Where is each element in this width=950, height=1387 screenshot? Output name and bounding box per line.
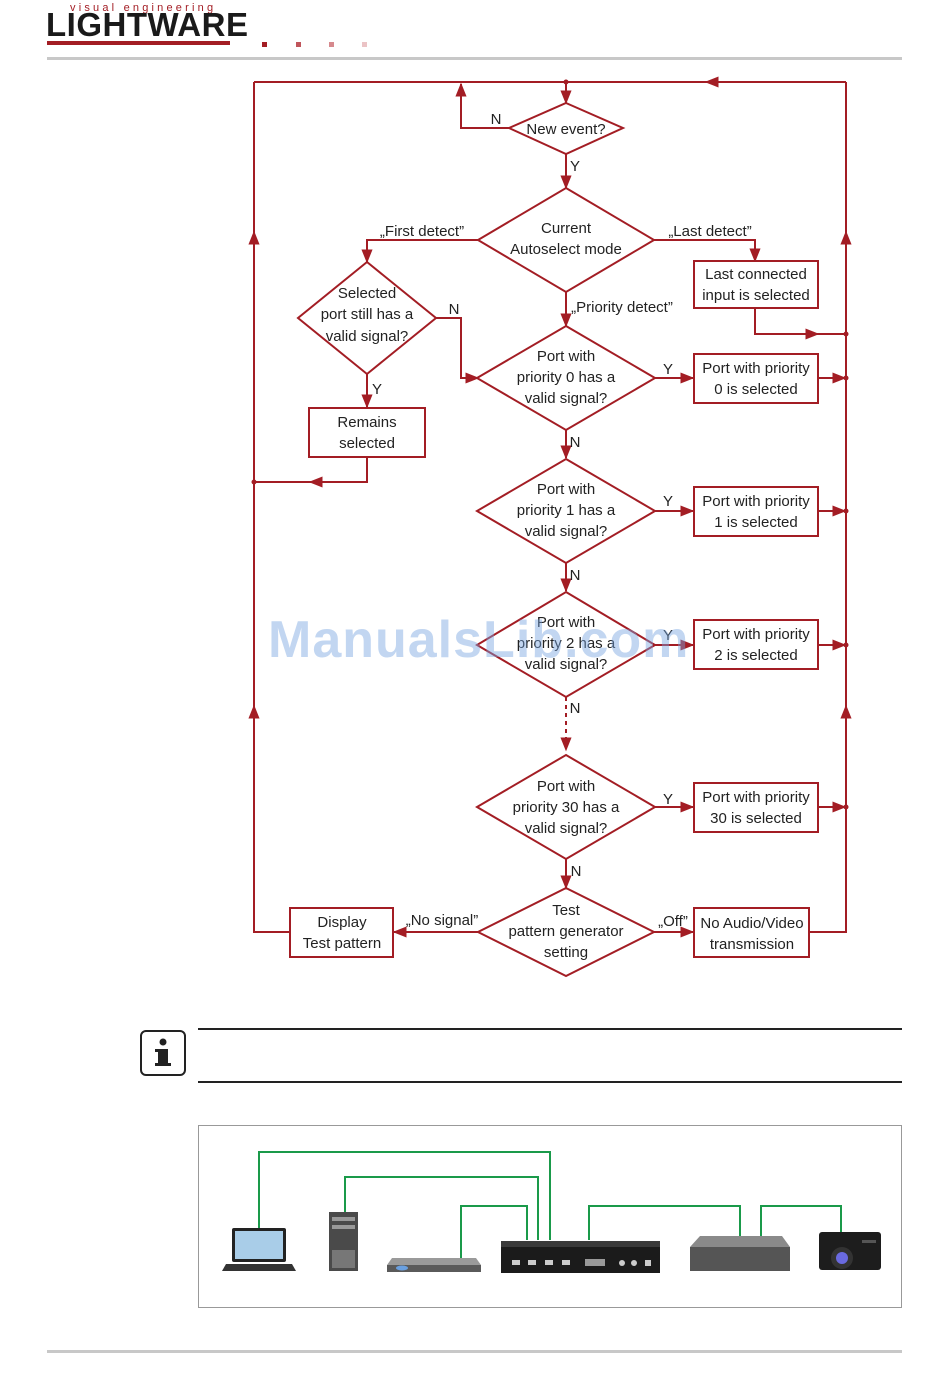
p0-n-label: N [570,434,581,451]
selected-port-label-1: Selected [338,285,396,302]
p1-sel-label-1: Port with priority [702,493,810,510]
test-pattern-diamond [475,886,657,978]
mode-label-1: Current [541,220,592,237]
priority30-diamond [475,753,657,861]
selected-port-label-3: valid signal? [326,328,409,345]
header-rule [47,57,902,60]
p30-y-label: Y [663,791,673,808]
test-label-3: setting [544,944,588,961]
last-connected-box [693,260,819,309]
priority2-diamond [475,590,657,699]
test-label-1: Test [552,902,580,919]
p1-label-1: Port with [537,481,595,498]
page-header: visual engineering LIGHTWARE [0,0,950,70]
p30-sel-label-1: Port with priority [702,789,810,806]
p2-label-2: priority 2 has a [517,635,616,652]
p2-sel-label-1: Port with priority [702,626,810,643]
priority1-box [693,486,819,537]
display-label-1: Display [317,914,367,931]
left-return-line [253,82,290,933]
watermark: ManualsLib.com [268,611,690,669]
info-icon [140,1030,186,1076]
first-detect-label: „First detect” [380,223,464,240]
p2-y-label: Y [663,627,673,644]
new-event-n-label: N [491,111,502,128]
p0-sel-label-2: 0 is selected [714,381,797,398]
new-event-diamond [506,101,626,156]
footer-rule [47,1350,902,1353]
p2-label-1: Port with [537,614,595,631]
selected-port-n-label: N [449,301,460,318]
p0-label-2: priority 0 has a [517,369,616,386]
p2-label-3: valid signal? [525,656,608,673]
priority1-diamond [475,457,657,565]
display-label-2: Test pattern [303,935,381,952]
test-label-2: pattern generator [508,923,623,940]
remains-label-2: selected [339,435,395,452]
logo-underline [47,41,230,45]
last-detect-label: „Last detect” [668,223,751,240]
p1-sel-label-2: 1 is selected [714,514,797,531]
priority0-box [693,353,819,404]
info-bottom-rule [198,1081,902,1083]
p1-label-3: valid signal? [525,523,608,540]
flow-connectors [248,76,852,938]
p0-label-1: Port with [537,348,595,365]
mode-label-2: Autoselect mode [510,241,622,258]
p2-n-label: N [570,700,581,717]
p1-n-label: N [570,567,581,584]
selected-port-y-label: Y [372,381,382,398]
p30-label-2: priority 30 has a [513,799,620,816]
device-diagram-frame [198,1125,902,1308]
no-av-box [693,907,810,958]
p0-label-3: valid signal? [525,390,608,407]
p30-sel-label-2: 30 is selected [710,810,802,827]
new-event-y-label: Y [570,158,580,175]
remains-label-1: Remains [337,414,396,431]
last-connected-label-1: Last connected [705,266,807,283]
priority-detect-label: „Priority detect” [571,299,673,316]
p1-label-2: priority 1 has a [517,502,616,519]
autoselect-flowchart: New event? N Y Current Autoselect mode „… [248,76,852,978]
remains-selected-box [308,407,426,458]
p30-label-1: Port with [537,778,595,795]
junction-dots [251,79,849,810]
priority30-box [693,782,819,833]
priority2-box [693,619,819,670]
logo-tagline: visual engineering [70,2,217,14]
p1-y-label: Y [663,493,673,510]
off-label: „Off” [658,913,688,930]
last-connected-label-2: input is selected [702,287,810,304]
p30-label-3: valid signal? [525,820,608,837]
logo-wordmark: LIGHTWARE [46,6,249,43]
priority0-diamond [475,324,657,432]
new-event-label: New event? [526,121,605,138]
selected-port-label-2: port still has a [321,306,414,323]
info-top-rule [198,1028,902,1030]
right-return-line [810,82,847,933]
p30-n-label: N [571,863,582,880]
no-av-label-1: No Audio/Video [700,915,803,932]
p0-sel-label-1: Port with priority [702,360,810,377]
p0-y-label: Y [663,361,673,378]
p2-sel-label-2: 2 is selected [714,647,797,664]
selected-port-diamond [296,260,438,376]
display-test-box [289,907,394,958]
mode-diamond [476,186,656,294]
no-av-label-2: transmission [710,936,794,953]
no-signal-label: „No signal” [406,912,479,929]
